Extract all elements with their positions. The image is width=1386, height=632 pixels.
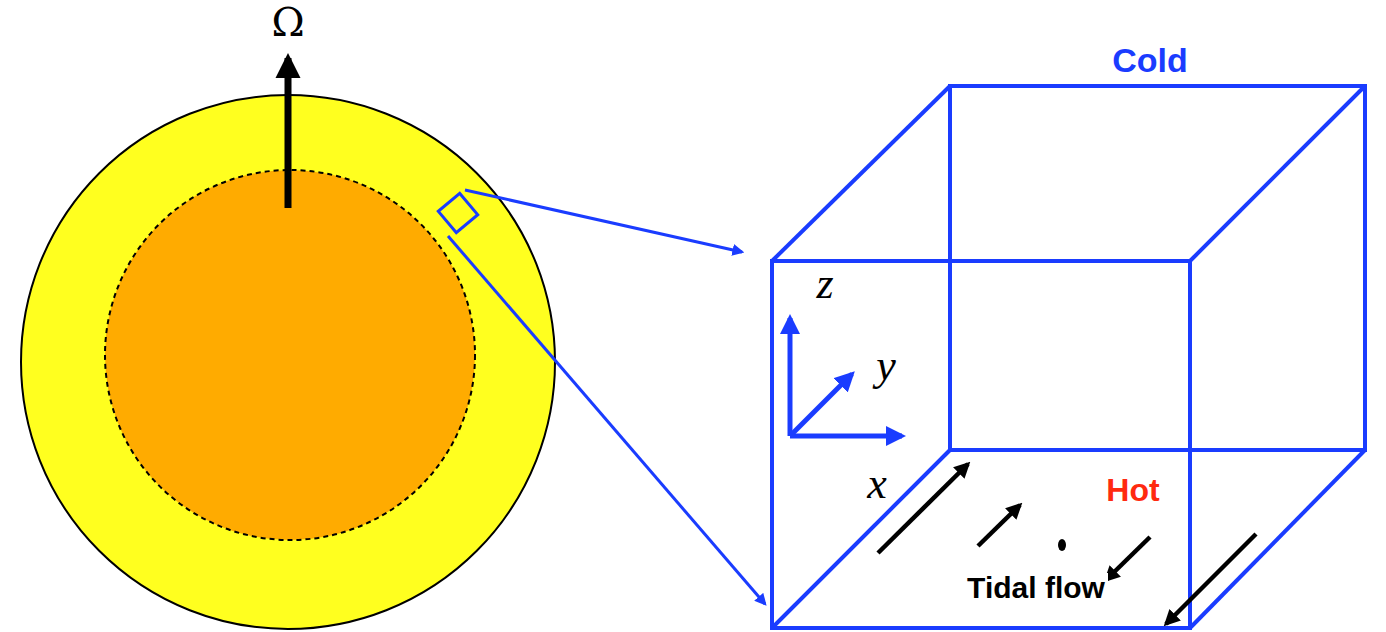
flow-label: Tidal flow — [964, 573, 1108, 603]
boundary-label: Hot — [1106, 474, 1159, 506]
zoom-line — [465, 190, 742, 252]
tidal-flow-arrows — [878, 464, 1256, 624]
star-core — [105, 170, 475, 540]
rotation-label: Ω — [271, 2, 304, 42]
axis-label: y — [876, 344, 896, 388]
axis-label: x — [867, 462, 887, 506]
zoom-line — [448, 236, 765, 604]
cube-box — [772, 86, 1365, 628]
rotation-arrow — [285, 58, 292, 208]
axis-label: z — [816, 262, 833, 306]
flow-null-point — [1058, 539, 1066, 551]
boundary-label: Cold — [1112, 43, 1188, 77]
local-box — [438, 193, 477, 232]
coordinate-axes — [790, 318, 902, 436]
